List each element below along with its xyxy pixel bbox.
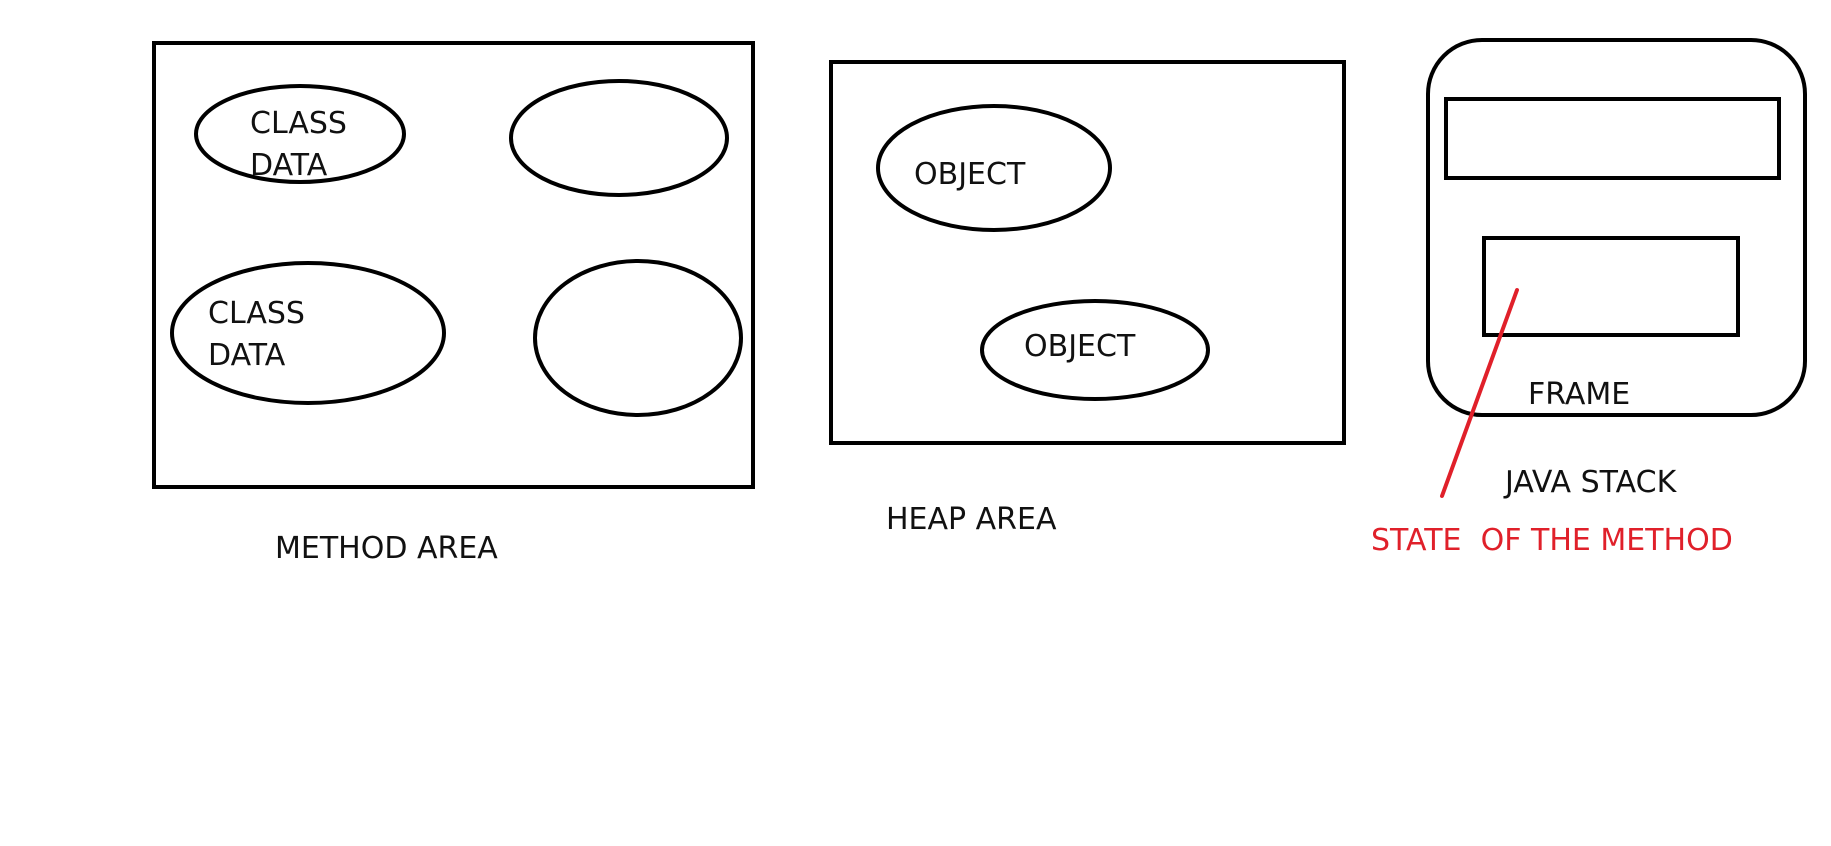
object-ellipse-2 xyxy=(980,299,1210,401)
class-data-2-line-2: DATA xyxy=(208,338,286,373)
object-2-label: OBJECT xyxy=(1024,329,1136,364)
java-stack: FRAME JAVA STACK STATE OF THE METHOD xyxy=(1371,38,1807,558)
method-area-caption: METHOD AREA xyxy=(275,531,498,566)
state-of-the-method-annotation: STATE OF THE METHOD xyxy=(1371,523,1733,558)
stack-slot-top xyxy=(1444,97,1781,180)
class-data-1-line-2: DATA xyxy=(250,148,328,183)
class-data-2-line-1: CLASS xyxy=(208,296,305,331)
java-stack-caption: JAVA STACK xyxy=(1503,465,1678,500)
method-area: CLASS DATA CLASS DATA METHOD AREA xyxy=(152,41,755,566)
object-1-label: OBJECT xyxy=(914,157,1026,192)
java-stack-box xyxy=(1426,38,1807,417)
class-data-ellipse-2 xyxy=(170,261,446,405)
empty-ellipse-2 xyxy=(533,259,743,417)
frame-box xyxy=(1482,236,1740,337)
heap-area-box xyxy=(829,60,1346,445)
method-area-box xyxy=(152,41,755,489)
class-data-1-line-1: CLASS xyxy=(250,106,347,141)
heap-area-caption: HEAP AREA xyxy=(886,502,1057,537)
empty-ellipse-1 xyxy=(509,79,729,197)
frame-label: FRAME xyxy=(1528,377,1630,412)
object-ellipse-1 xyxy=(876,104,1112,232)
annotation-pointer-line xyxy=(1440,288,1519,498)
heap-area: OBJECT OBJECT HEAP AREA xyxy=(829,60,1346,537)
class-data-ellipse-1 xyxy=(194,84,406,184)
